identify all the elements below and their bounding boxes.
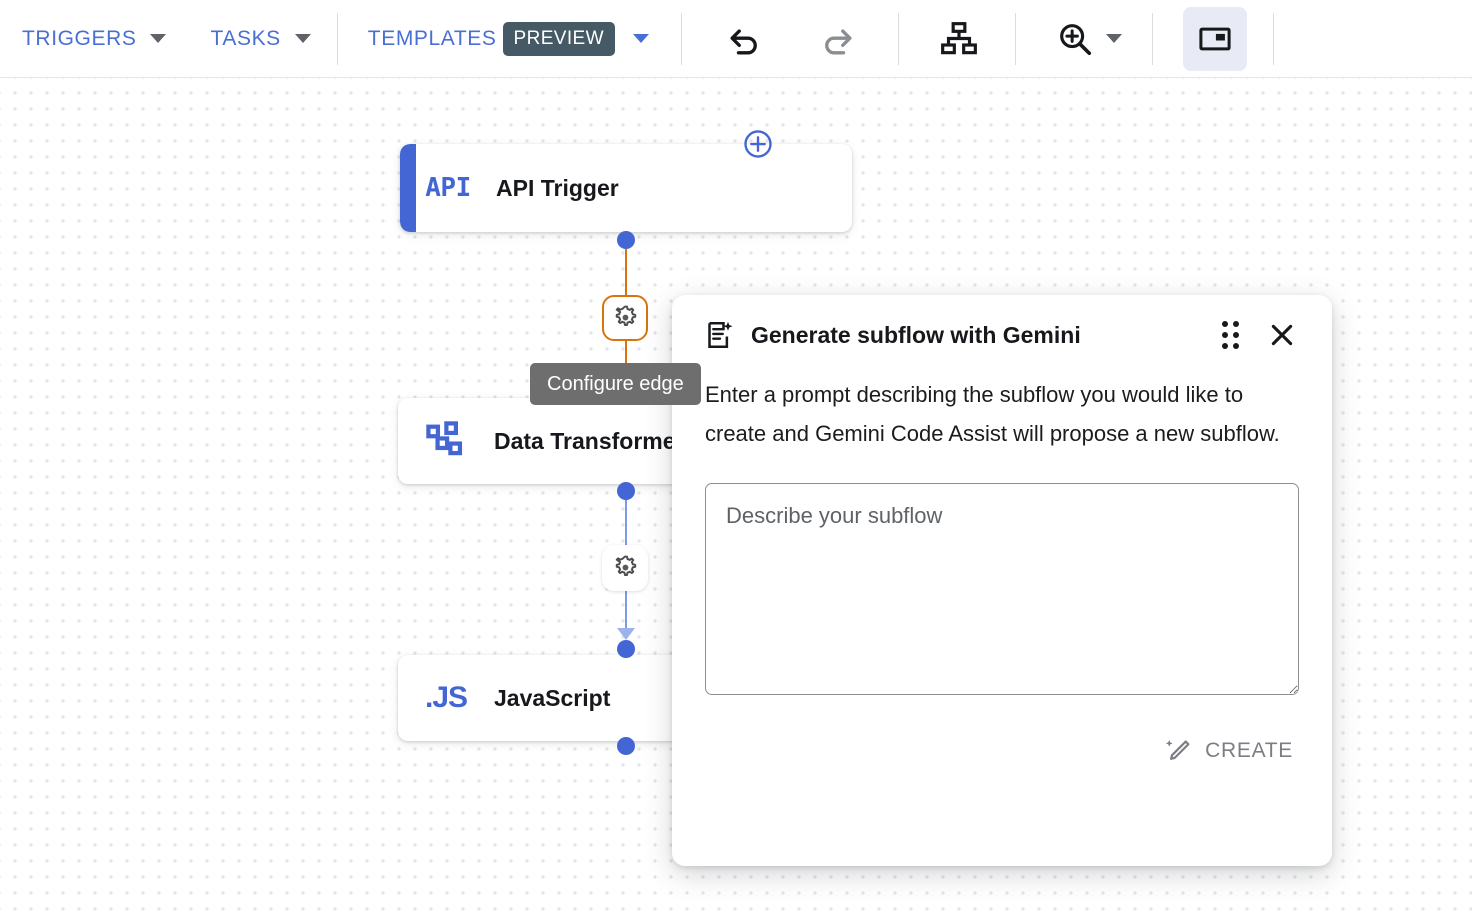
- chevron-down-icon: [632, 34, 649, 43]
- dialog-title: Generate subflow with Gemini: [751, 321, 1081, 348]
- node-accent-bar: [400, 144, 416, 232]
- toolbar-divider: [897, 12, 899, 65]
- create-button-label: CREATE: [1205, 739, 1293, 762]
- tasks-menu[interactable]: TASKS: [188, 15, 332, 63]
- chevron-down-icon: [150, 34, 167, 43]
- node-label-api-trigger: API Trigger: [496, 174, 619, 201]
- zoom-in-icon: [1060, 23, 1092, 55]
- port-api-trigger-out[interactable]: [617, 231, 635, 249]
- zoom-control[interactable]: [1038, 20, 1136, 58]
- toolbar-divider: [680, 12, 682, 65]
- undo-icon: [730, 28, 757, 54]
- api-icon: API: [400, 173, 496, 203]
- undo-button[interactable]: [712, 7, 776, 71]
- configure-edge-tooltip: Configure edge: [530, 363, 701, 405]
- triggers-menu-label: TRIGGERS: [22, 26, 137, 50]
- gemini-document-sparkle-icon: [705, 320, 735, 350]
- data-transformer-icon: [398, 419, 494, 463]
- node-label-data-transformer: Data Transformer: [494, 427, 685, 454]
- preview-badge: PREVIEW: [502, 21, 615, 56]
- toolbar-left-group: TRIGGERS TASKS: [0, 0, 333, 78]
- drag-handle-icon[interactable]: [1216, 315, 1245, 355]
- close-button[interactable]: [1265, 318, 1299, 352]
- gear-icon: [615, 555, 637, 577]
- toolbar-divider: [1014, 12, 1016, 65]
- dialog-footer: CREATE: [705, 729, 1299, 773]
- auto-layout-button[interactable]: [927, 7, 991, 71]
- tasks-menu-label: TASKS: [210, 26, 281, 50]
- minimap-toggle-button[interactable]: [1182, 6, 1247, 71]
- picture-in-picture-icon: [1199, 27, 1231, 50]
- toolbar-divider: [1151, 12, 1153, 65]
- create-button[interactable]: CREATE: [1158, 729, 1299, 773]
- js-glyph-label: .JS: [424, 681, 468, 714]
- gear-icon: [615, 305, 637, 327]
- port-transformer-out[interactable]: [617, 482, 635, 500]
- edge-transformer-to-javascript-lower[interactable]: [624, 591, 628, 633]
- edge-config-gear-2[interactable]: [602, 545, 648, 591]
- dialog-header-actions: [1216, 315, 1299, 355]
- subflow-prompt-input[interactable]: [705, 483, 1299, 695]
- redo-icon: [825, 28, 852, 54]
- add-node-icon: [744, 130, 772, 158]
- edge-config-gear-1[interactable]: [602, 295, 648, 341]
- chevron-down-icon: [1105, 34, 1122, 43]
- close-icon: [1271, 324, 1293, 346]
- triggers-menu[interactable]: TRIGGERS: [0, 15, 188, 63]
- api-glyph-label: API: [425, 173, 471, 203]
- magic-wand-icon: [1166, 740, 1190, 760]
- edge-transformer-to-javascript[interactable]: [624, 490, 628, 565]
- port-javascript-in[interactable]: [617, 640, 635, 658]
- toolbar-divider: [1272, 12, 1274, 65]
- redo-button[interactable]: [806, 7, 870, 71]
- templates-menu[interactable]: TEMPLATES PREVIEW: [342, 15, 665, 63]
- node-label-javascript: JavaScript: [494, 684, 611, 711]
- edge-api-to-transformer[interactable]: [624, 240, 628, 296]
- chevron-down-icon: [294, 34, 311, 43]
- port-javascript-out[interactable]: [617, 737, 635, 755]
- generate-subflow-dialog: Generate subflow with Gemini Enter a pro…: [672, 295, 1332, 866]
- top-toolbar: TRIGGERS TASKS TEMPLATES PREVIEW: [0, 0, 1472, 78]
- edge-arrowhead: [617, 628, 635, 640]
- data-transformer-glyph-icon: [426, 421, 463, 456]
- javascript-icon: .JS: [398, 681, 494, 715]
- templates-menu-label: TEMPLATES: [367, 26, 497, 50]
- dialog-header: Generate subflow with Gemini: [705, 295, 1299, 375]
- dialog-description: Enter a prompt describing the subflow yo…: [705, 382, 1280, 446]
- toolbar-divider: [336, 12, 338, 65]
- hierarchy-layout-icon: [941, 21, 977, 54]
- node-api-trigger[interactable]: API API Trigger: [400, 144, 852, 232]
- add-node-button[interactable]: [743, 129, 773, 159]
